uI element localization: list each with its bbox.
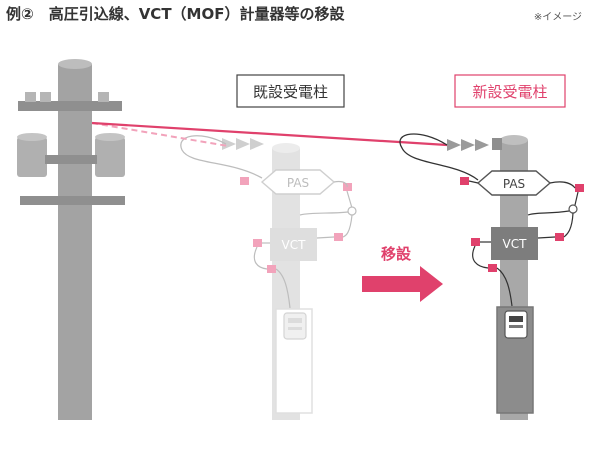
pas-label: PAS	[503, 177, 525, 191]
image-note: ※イメージ	[533, 12, 582, 23]
vct-unit	[491, 227, 538, 260]
connector	[460, 177, 469, 185]
arrow-right-icon	[362, 266, 443, 302]
transformer-icon	[17, 137, 47, 177]
connector	[488, 264, 497, 272]
new-pole-label-box	[454, 74, 566, 108]
new-pole-label: 新設受電柱	[472, 83, 547, 101]
connector	[267, 265, 276, 273]
crossarm	[18, 101, 122, 111]
old-drop-line	[91, 122, 229, 147]
new-pole: 新設受電柱 PAS VCT	[399, 74, 584, 420]
existing-pole-label-box	[236, 74, 345, 108]
transfer-arrow: 移設	[362, 245, 443, 302]
insulator-icon	[40, 92, 51, 102]
transformer-icon	[95, 137, 125, 177]
utility-pole	[17, 59, 125, 420]
connector	[555, 233, 564, 241]
connector	[334, 233, 343, 241]
connector	[253, 239, 262, 247]
vct-label: VCT	[282, 238, 307, 252]
pas-label: PAS	[287, 176, 309, 190]
vct-label: VCT	[503, 237, 528, 251]
transfer-label: 移設	[381, 245, 412, 263]
meter-icon	[283, 312, 307, 340]
page-title: 例② 高圧引込線、VCT（MOF）計量器等の移設	[6, 5, 345, 23]
insulator-icon	[25, 92, 36, 102]
meter-icon	[504, 310, 528, 339]
lower-arm	[20, 196, 125, 205]
connector	[471, 238, 480, 246]
connector	[575, 184, 584, 192]
existing-pole-label: 既設受電柱	[253, 83, 328, 101]
new-drop-line	[91, 121, 448, 147]
existing-pole: 既設受電柱 PAS VCT	[180, 74, 357, 420]
connector	[240, 177, 249, 185]
insulator-icon	[98, 92, 109, 102]
vct-unit	[270, 228, 317, 261]
